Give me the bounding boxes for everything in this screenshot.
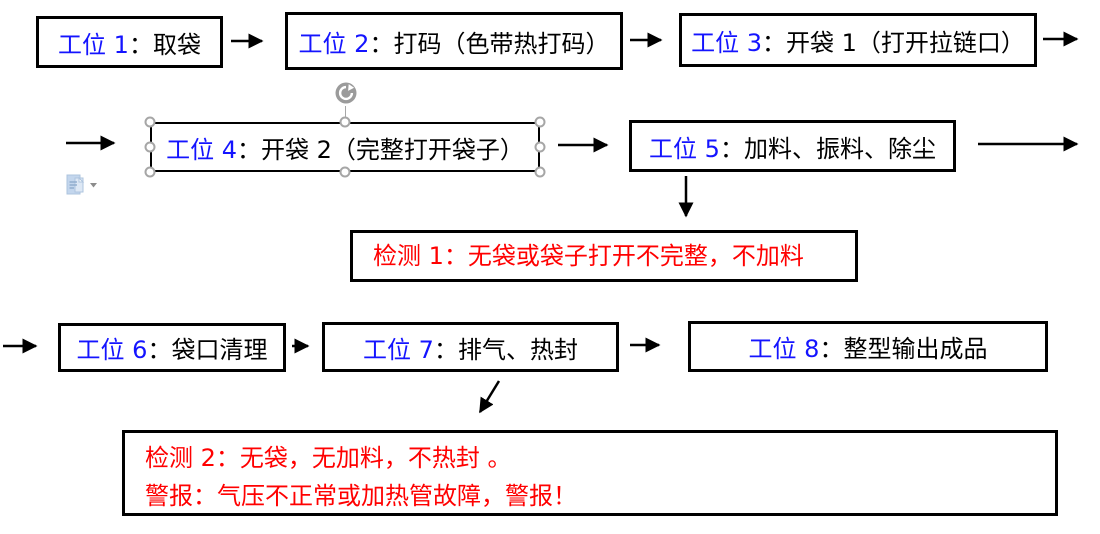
rotate-handle[interactable] (335, 82, 358, 109)
selection-handle-mid-right[interactable] (534, 141, 546, 153)
station-4-desc: ：开袋 2（完整打开袋子） (237, 135, 524, 164)
station-1-label: 工位 1 (58, 30, 129, 59)
arrow-station7-to-detection2[interactable] (478, 380, 501, 414)
station-7-desc: ：排气、热封 (433, 335, 578, 364)
detection-2-line2: 警报：气压不正常或加热管故障，警报！ (145, 482, 577, 510)
selection-handle-bottom-center[interactable] (339, 166, 351, 178)
rotation-handle-stem (345, 106, 346, 118)
station-2-desc: ：打码（色带热打码） (369, 29, 610, 58)
selection-handle-top-right[interactable] (534, 116, 546, 128)
station-5-box[interactable]: 工位 5：加料、振料、除尘 (629, 120, 956, 172)
station-5-label: 工位 5 (649, 134, 720, 163)
station-8-desc: ：整型输出成品 (819, 335, 988, 363)
station-7-label: 工位 7 (363, 335, 434, 364)
selection-handle-bottom-right[interactable] (534, 166, 546, 178)
selection-handle-top-center[interactable] (339, 116, 351, 128)
selection-handle-top-left[interactable] (144, 116, 156, 128)
detection-1-text: 检测 1：无袋或袋子打开不完整，不加料 (373, 242, 804, 270)
station-3-label: 工位 3 (691, 28, 762, 57)
station-4-label: 工位 4 (166, 135, 237, 164)
station-1-desc: ：取袋 (128, 30, 201, 59)
station-6-desc: ：袋口清理 (147, 336, 268, 364)
detection-1-box[interactable]: 检测 1：无袋或袋子打开不完整，不加料 (350, 230, 858, 282)
station-6-box[interactable]: 工位 6：袋口清理 (58, 323, 286, 372)
station-3-box[interactable]: 工位 3：开袋 1（打开拉链口） (679, 13, 1037, 67)
station-2-label: 工位 2 (298, 29, 370, 58)
paste-options-button[interactable] (66, 174, 98, 195)
paste-options-icon (66, 174, 85, 195)
detection-2-line1: 检测 2：无袋，无加料，不热封 。 (145, 444, 512, 472)
selection-handle-bottom-left[interactable] (144, 166, 156, 178)
station-8-label: 工位 8 (748, 335, 820, 363)
station-4-box-selected[interactable]: 工位 4：开袋 2（完整打开袋子） (150, 122, 540, 172)
station-5-desc: ：加料、振料、除尘 (719, 134, 936, 163)
station-2-box[interactable]: 工位 2：打码（色带热打码） (285, 12, 623, 70)
dropdown-arrow-icon (90, 182, 97, 187)
station-7-box[interactable]: 工位 7：排气、热封 (322, 322, 619, 372)
selection-handle-mid-left[interactable] (144, 141, 156, 153)
rotate-arrow-icon (335, 82, 357, 104)
station-8-box[interactable]: 工位 8：整型输出成品 (688, 321, 1048, 372)
detection-2-box[interactable]: 检测 2：无袋，无加料，不热封 。 警报：气压不正常或加热管故障，警报！ (122, 430, 1058, 516)
station-1-box[interactable]: 工位 1：取袋 (36, 16, 223, 68)
station-3-desc: ：开袋 1（打开拉链口） (762, 28, 1025, 57)
station-6-label: 工位 6 (76, 336, 148, 364)
